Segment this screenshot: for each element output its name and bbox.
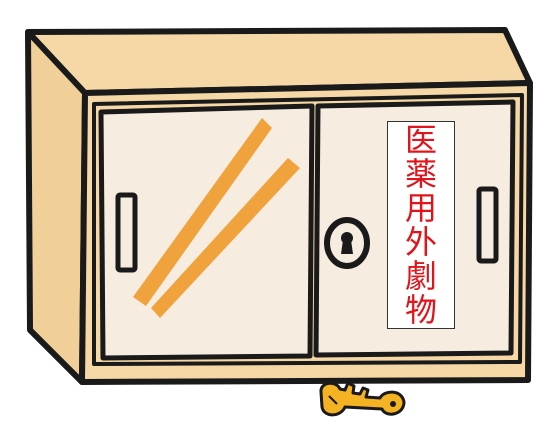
glass-reflection — [151, 158, 300, 318]
label-char: 外 — [404, 223, 437, 261]
label-char: 物 — [404, 291, 437, 329]
label-char: 用 — [404, 189, 437, 227]
label-char: 劇 — [404, 257, 437, 295]
label-char: 薬 — [404, 155, 437, 193]
cabinet-side — [25, 29, 88, 385]
right-door-handle[interactable] — [476, 186, 499, 264]
glass-reflection — [133, 118, 272, 306]
label-char: 医 — [404, 121, 437, 159]
keyhole-icon[interactable] — [324, 217, 370, 269]
key-icon[interactable] — [319, 381, 406, 417]
left-door-handle[interactable] — [115, 192, 138, 273]
poison-warning-label: 医 薬 用 外 劇 物 — [387, 121, 455, 329]
